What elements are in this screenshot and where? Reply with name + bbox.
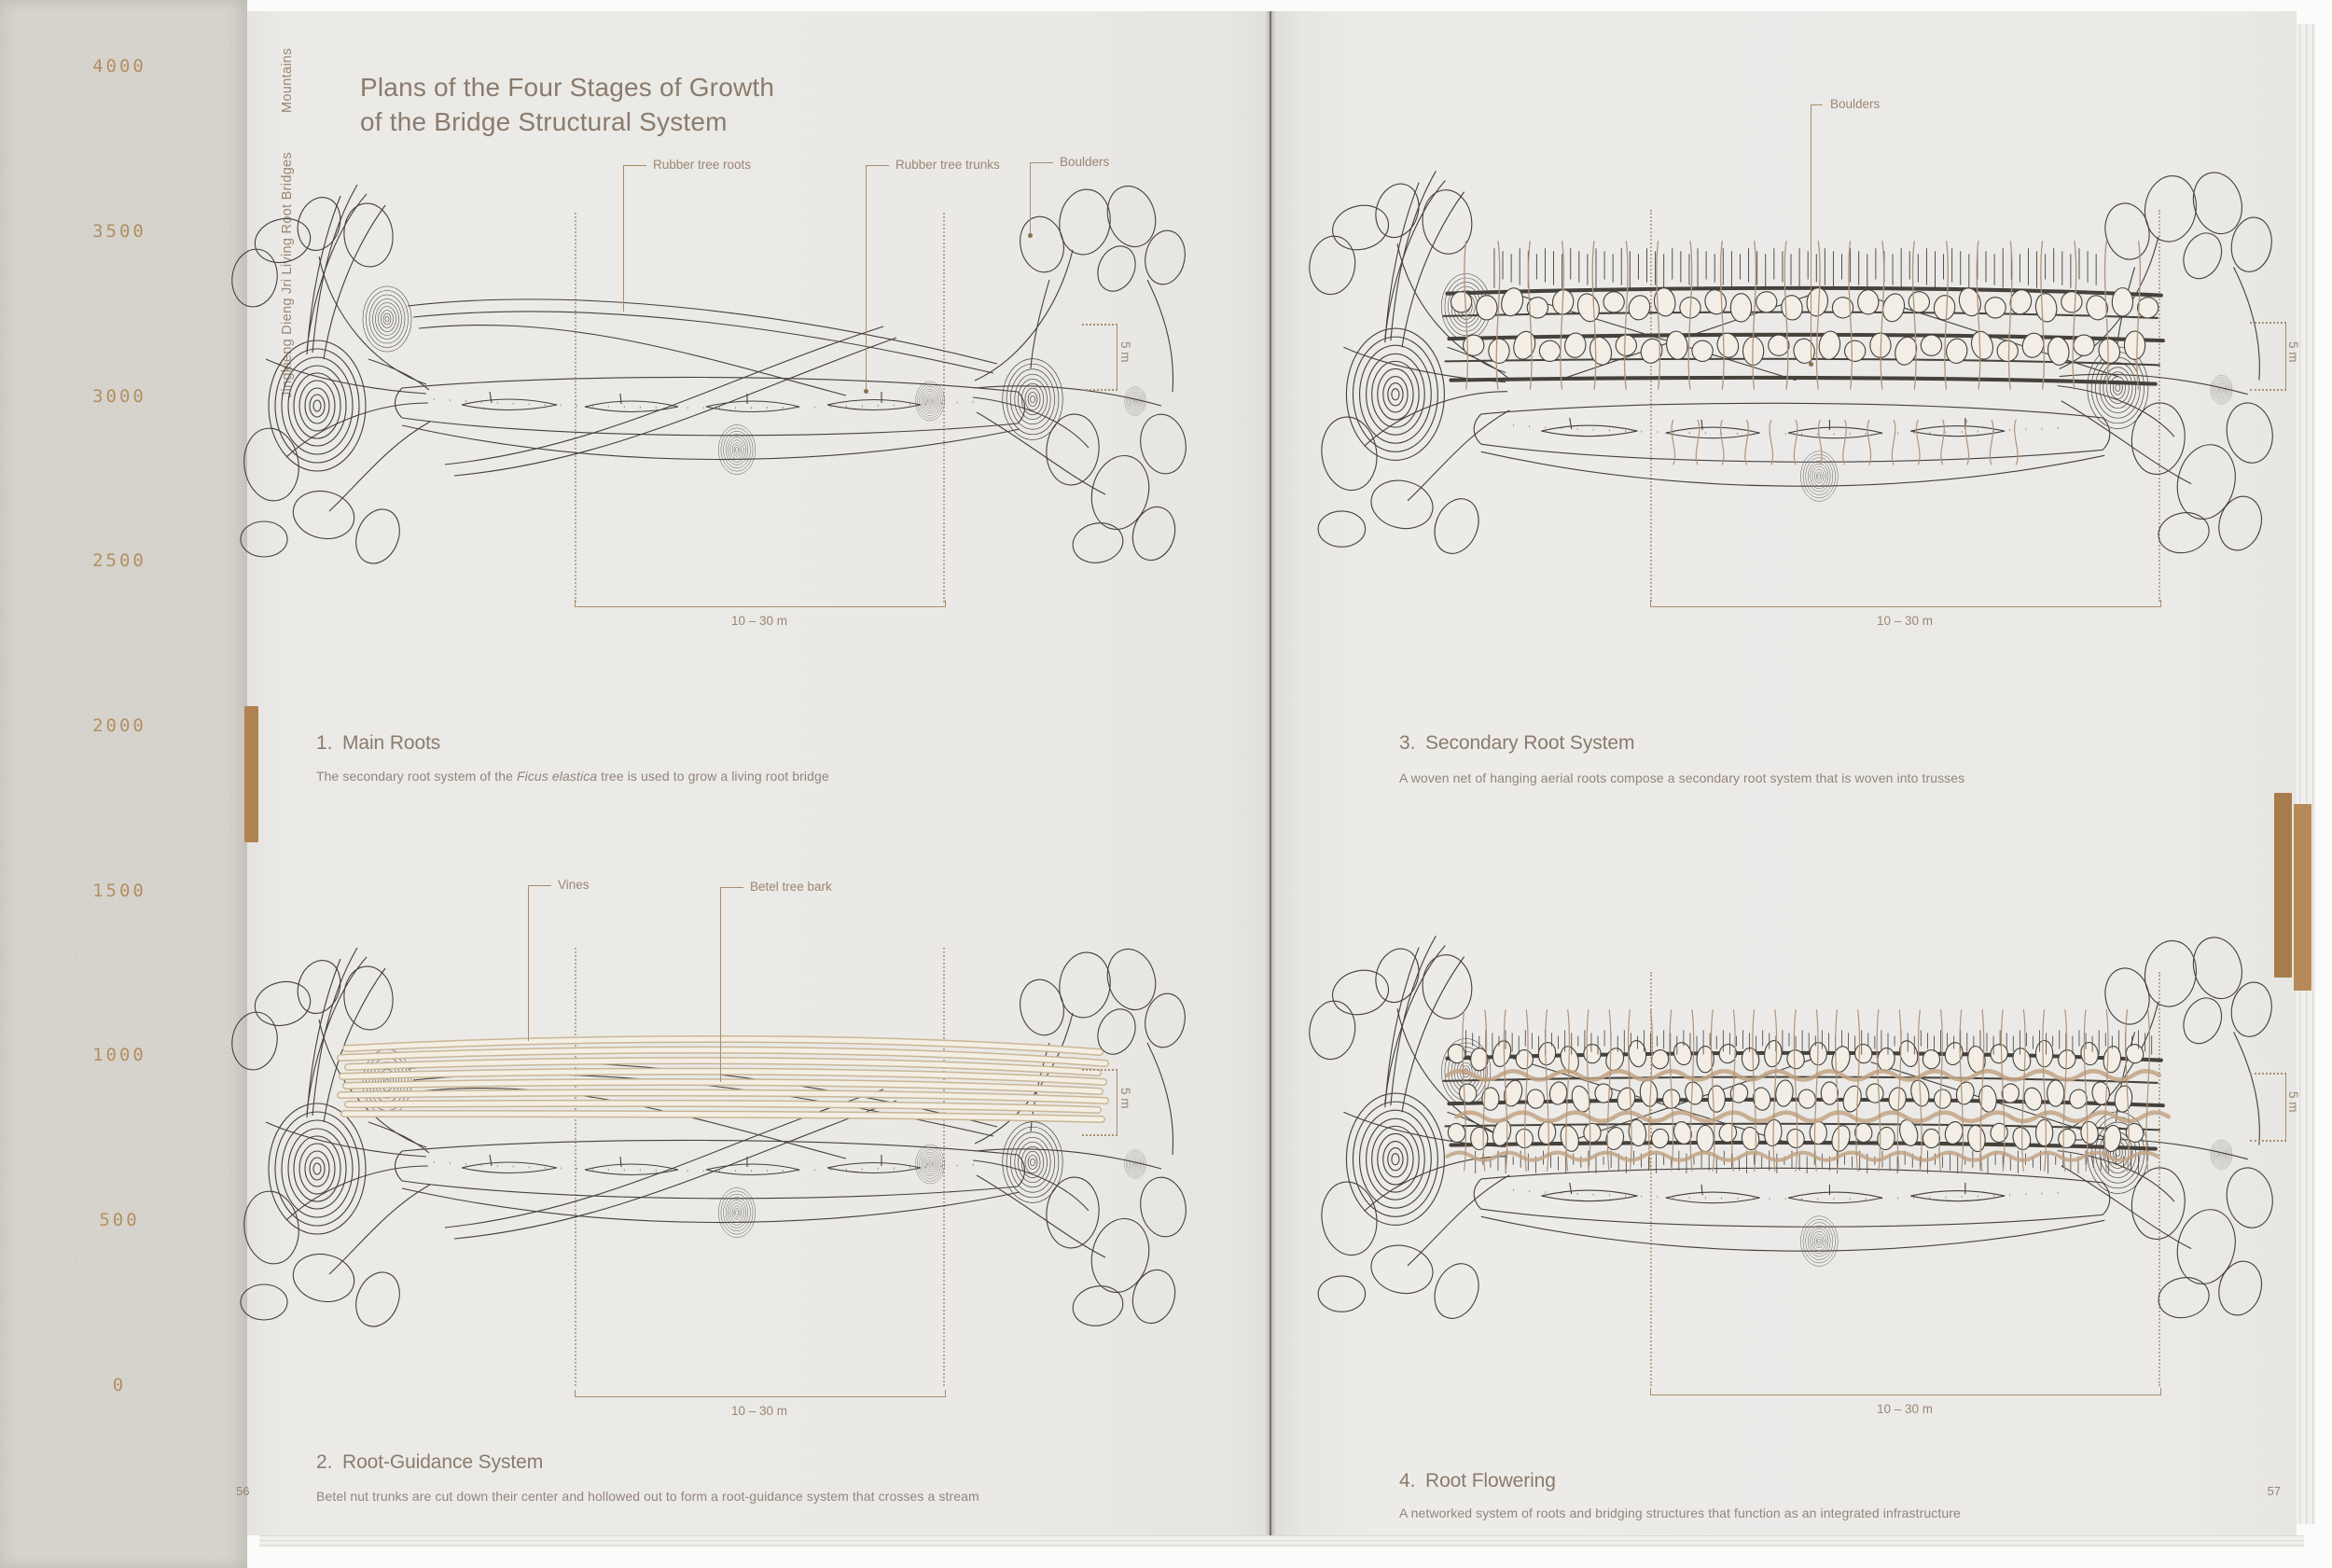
section-4-heading: 4. Root Flowering xyxy=(1399,1470,1556,1492)
spine-scale-3000: 3000 xyxy=(92,386,146,407)
leader-rubber-tree-trunks xyxy=(866,165,889,392)
section-3-heading: 3. Secondary Root System xyxy=(1399,732,1634,755)
section-4-caption: A networked system of roots and bridging… xyxy=(1399,1506,1961,1520)
spine-scale-2000: 2000 xyxy=(92,715,146,736)
span-guide-left-d3 xyxy=(1650,210,1652,602)
leader-dot-boulders-d3 xyxy=(1809,362,1813,367)
span-label-d2: 10 – 30 m xyxy=(730,1404,788,1418)
section-1-caption: The secondary root system of the Ficus e… xyxy=(316,769,829,784)
height-label-d2: 5 m xyxy=(1118,1088,1132,1109)
spine-scale-1000: 1000 xyxy=(92,1045,146,1065)
spine-scale-2500: 2500 xyxy=(92,550,146,571)
leader-boulders-d3 xyxy=(1811,104,1823,365)
page-number-57: 57 xyxy=(2267,1484,2281,1498)
caption-1-pre: The secondary root system of the xyxy=(316,769,517,784)
section-3-number: 3. xyxy=(1399,732,1416,754)
section-2-caption: Betel nut trunks are cut down their cent… xyxy=(316,1489,979,1504)
diagram-label-boulders-d1: Boulders xyxy=(1060,155,1110,169)
span-guide-left-d4 xyxy=(1650,972,1652,1386)
span-guide-right-d4 xyxy=(2158,972,2160,1386)
span-guide-right-d2 xyxy=(943,948,945,1386)
fabric-spine xyxy=(0,0,247,1568)
height-label-d3: 5 m xyxy=(2286,341,2300,363)
height-label-d4: 5 m xyxy=(2286,1091,2300,1113)
section-3-caption: A woven net of hanging aerial roots comp… xyxy=(1399,770,1965,785)
page-stack-edge-right xyxy=(2297,24,2315,1524)
section-1-title: Main Roots xyxy=(342,732,441,754)
span-guide-right-d1 xyxy=(943,213,945,603)
section-1-number: 1. xyxy=(316,732,333,754)
spine-scale-1500: 1500 xyxy=(92,881,146,901)
gutter-line xyxy=(1270,11,1271,1535)
span-guide-left-d2 xyxy=(575,948,576,1386)
section-2-number: 2. xyxy=(316,1451,333,1473)
caption-1-post: tree is used to grow a living root bridg… xyxy=(597,769,829,784)
root-bridge-drawing-stage-3 xyxy=(1306,154,2276,592)
bookmark-tab-right-back xyxy=(2294,804,2311,991)
span-bracket-d3 xyxy=(1650,600,2161,607)
section-2-title: Root-Guidance System xyxy=(342,1451,544,1473)
diagram-label-rubber-tree-trunks: Rubber tree trunks xyxy=(895,158,1000,172)
page-number-56: 56 xyxy=(236,1484,250,1498)
spine-scale-4000: 4000 xyxy=(92,56,146,76)
diagram-label-rubber-tree-roots: Rubber tree roots xyxy=(653,158,752,172)
height-bracket-d1 xyxy=(1082,324,1117,391)
height-bracket-d4 xyxy=(2250,1073,2286,1142)
span-label-d4: 10 – 30 m xyxy=(1876,1402,1934,1416)
span-bracket-d2 xyxy=(575,1390,946,1397)
diagram-label-betel-tree-bark: Betel tree bark xyxy=(750,880,832,894)
root-bridge-drawing-stage-4 xyxy=(1306,919,2276,1357)
diagram-label-vines: Vines xyxy=(558,878,590,892)
leader-dot-trunks xyxy=(864,389,868,394)
leader-boulders-d1 xyxy=(1030,162,1053,236)
sidebar-chapter-label: Mountains xyxy=(280,48,295,114)
span-bracket-d1 xyxy=(575,600,946,607)
spine-scale-3500: 3500 xyxy=(92,221,146,242)
right-page xyxy=(1270,11,2297,1535)
page-stack-edge-bottom xyxy=(259,1535,2304,1547)
span-guide-right-d3 xyxy=(2158,210,2160,602)
leader-betel-tree-bark xyxy=(720,887,743,1082)
section-3-title: Secondary Root System xyxy=(1425,732,1635,754)
span-guide-left-d1 xyxy=(575,213,576,603)
section-4-title: Root Flowering xyxy=(1425,1470,1556,1492)
left-page xyxy=(247,11,1270,1535)
page-title-line2: of the Bridge Structural System xyxy=(360,106,728,136)
height-bracket-d3 xyxy=(2250,322,2286,391)
bookmark-tab-right-front xyxy=(2274,793,2292,978)
section-1-heading: 1. Main Roots xyxy=(316,732,440,755)
leader-rubber-tree-roots xyxy=(623,165,646,312)
leader-dot-boulders-d1 xyxy=(1028,233,1033,238)
page-title: Plans of the Four Stages of Growth of th… xyxy=(360,71,774,140)
diagram-label-boulders-d3: Boulders xyxy=(1830,97,1881,111)
bookmark-tab-left xyxy=(244,706,258,842)
span-label-d1: 10 – 30 m xyxy=(730,614,788,628)
span-bracket-d4 xyxy=(1650,1388,2161,1395)
page-title-line1: Plans of the Four Stages of Growth xyxy=(360,73,775,102)
height-bracket-d2 xyxy=(1082,1069,1117,1136)
leader-vines xyxy=(528,885,551,1041)
height-label-d1: 5 m xyxy=(1118,341,1132,363)
span-label-d3: 10 – 30 m xyxy=(1876,614,1934,628)
caption-1-species: Ficus elastica xyxy=(516,769,598,784)
section-2-heading: 2. Root-Guidance System xyxy=(316,1451,543,1474)
section-4-number: 4. xyxy=(1399,1470,1416,1492)
root-bridge-drawing-stage-2 xyxy=(229,931,1189,1365)
spine-scale-500: 500 xyxy=(99,1210,140,1230)
spine-scale-0: 0 xyxy=(112,1375,127,1395)
